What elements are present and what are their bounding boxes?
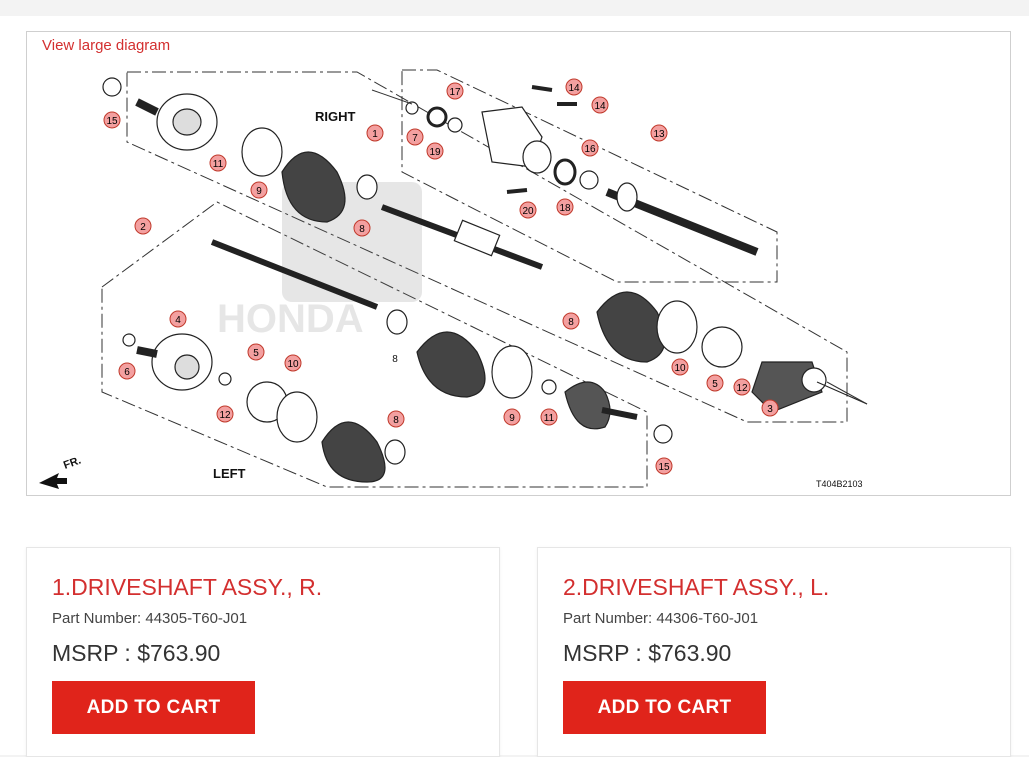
- callout-14b: 14: [591, 96, 609, 114]
- callout-19: 19: [426, 142, 444, 160]
- part-price: MSRP : $763.90: [563, 640, 732, 666]
- direction-arrows: [371, 89, 868, 405]
- svg-text:18: 18: [559, 203, 571, 214]
- callout-15: 15: [103, 111, 121, 129]
- svg-text:5: 5: [253, 348, 259, 359]
- svg-text:14: 14: [594, 101, 606, 112]
- parts-diagram: View large diagram HONDA: [26, 31, 1011, 496]
- label-left: LEFT: [213, 466, 246, 481]
- callout-17: 17: [446, 82, 464, 100]
- callouts: 1 2 3 4 5 5 6 7 8 8 8 8 9 9 10 10 11 11 …: [103, 78, 779, 475]
- callout-10: 10: [284, 354, 302, 372]
- callout-6: 6: [118, 362, 136, 380]
- svg-text:8: 8: [568, 317, 574, 328]
- svg-text:10: 10: [287, 359, 299, 370]
- callout-15b: 15: [655, 457, 673, 475]
- view-large-diagram-link[interactable]: View large diagram: [42, 37, 171, 54]
- svg-text:HONDA: HONDA: [217, 297, 364, 341]
- svg-text:20: 20: [522, 206, 534, 217]
- driveshaft-diagram: HONDA: [39, 69, 868, 489]
- callout-7: 7: [406, 128, 424, 146]
- callout-14: 14: [565, 78, 583, 96]
- front-arrow-icon: [39, 473, 67, 489]
- svg-text:6: 6: [124, 367, 130, 378]
- label-right: RIGHT: [315, 109, 356, 124]
- svg-text:9: 9: [256, 186, 262, 197]
- left-assembly-outline: [101, 201, 648, 488]
- svg-text:19: 19: [429, 147, 441, 158]
- callout-9b: 9: [503, 408, 521, 426]
- svg-text:12: 12: [219, 410, 231, 421]
- callout-18: 18: [556, 198, 574, 216]
- svg-text:11: 11: [544, 413, 555, 424]
- callout-11b: 11: [540, 408, 558, 426]
- callout-11: 11: [209, 154, 227, 172]
- svg-text:8: 8: [393, 415, 399, 426]
- part-card-1: 1.DRIVESHAFT ASSY., R. Part Number: 4430…: [26, 547, 500, 757]
- diagram-code: T404B2103: [816, 479, 863, 489]
- part-title[interactable]: 1.DRIVESHAFT ASSY., R.: [52, 574, 323, 600]
- callout-13: 13: [650, 124, 668, 142]
- callout-20: 20: [519, 201, 537, 219]
- svg-text:1: 1: [372, 129, 378, 140]
- callout-8: 8: [353, 219, 371, 237]
- callout-12b: 12: [733, 378, 751, 396]
- callout-4: 4: [169, 310, 187, 328]
- callout-12: 12: [216, 405, 234, 423]
- svg-text:9: 9: [509, 413, 515, 424]
- label-front: FR.: [62, 454, 83, 471]
- svg-text:13: 13: [653, 129, 665, 140]
- part-number: Part Number: 44305-T60-J01: [52, 610, 248, 627]
- callout-5b: 5: [706, 374, 724, 392]
- part-number: Part Number: 44306-T60-J01: [563, 610, 759, 627]
- svg-text:14: 14: [568, 83, 580, 94]
- callout-8d: 8: [387, 410, 405, 428]
- svg-text:8: 8: [392, 354, 398, 365]
- left-driveshaft: [102, 77, 673, 483]
- right-driveshaft: [135, 93, 868, 413]
- right-assembly-outline: [126, 71, 848, 423]
- svg-text:3: 3: [767, 404, 773, 415]
- callout-9: 9: [250, 181, 268, 199]
- callout-3: 3: [761, 399, 779, 417]
- callout-2: 2: [134, 217, 152, 235]
- svg-text:15: 15: [106, 116, 118, 127]
- svg-text:10: 10: [674, 363, 686, 374]
- svg-text:5: 5: [712, 379, 718, 390]
- top-bar: [0, 0, 1029, 16]
- svg-text:17: 17: [449, 87, 461, 98]
- svg-text:4: 4: [175, 315, 181, 326]
- svg-text:12: 12: [736, 383, 748, 394]
- part-price: MSRP : $763.90: [52, 640, 221, 666]
- part-card-2: 2.DRIVESHAFT ASSY., L. Part Number: 4430…: [537, 547, 1011, 757]
- add-to-cart-button[interactable]: ADD TO CART: [563, 681, 766, 734]
- callout-16: 16: [581, 139, 599, 157]
- callout-10b: 10: [671, 358, 689, 376]
- callout-5: 5: [247, 343, 265, 361]
- svg-text:2: 2: [140, 222, 146, 233]
- svg-text:7: 7: [412, 133, 418, 144]
- svg-text:16: 16: [584, 144, 596, 155]
- svg-text:11: 11: [213, 159, 224, 170]
- svg-text:8: 8: [359, 224, 365, 235]
- part-title[interactable]: 2.DRIVESHAFT ASSY., L.: [563, 574, 830, 600]
- callout-8c: 8: [392, 354, 398, 365]
- callout-8b: 8: [562, 312, 580, 330]
- svg-text:15: 15: [658, 462, 670, 473]
- shaft-13-assembly-outline: [401, 69, 778, 283]
- add-to-cart-button[interactable]: ADD TO CART: [52, 681, 255, 734]
- intermediate-shaft: [405, 85, 759, 256]
- callout-1: 1: [366, 124, 384, 142]
